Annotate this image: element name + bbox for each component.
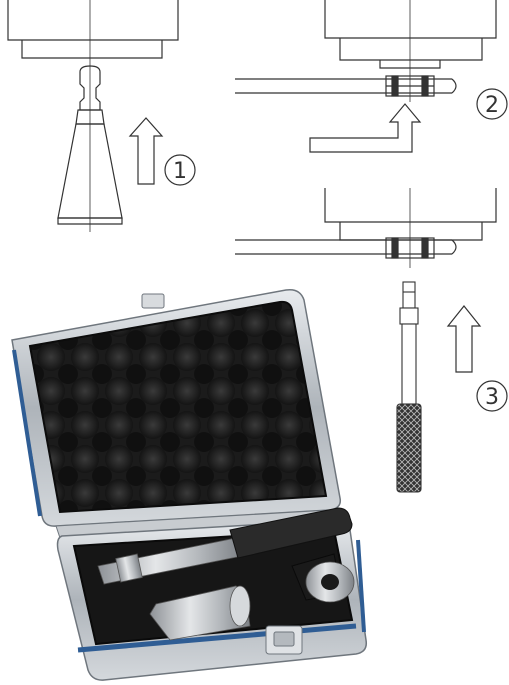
latch-button: [273, 631, 295, 647]
tool-tip: [402, 281, 416, 309]
base-blue-trim-side: [356, 539, 366, 633]
up-arrow-icon: [128, 117, 164, 185]
step-1-label: 1: [173, 159, 187, 184]
tool-shaft: [401, 323, 417, 405]
step-3-arrow: [446, 305, 482, 373]
step-2-arrow: [309, 103, 422, 153]
circled-number-icon: [476, 88, 508, 120]
spindle-nose: [339, 38, 483, 61]
spindle-housing: [7, 0, 179, 41]
cone-base: [57, 217, 123, 225]
case-taper-cone: [149, 585, 251, 641]
stud-jaw-left: [391, 237, 399, 259]
case-fork-wrench: [291, 553, 355, 603]
wrench-end: [451, 239, 457, 255]
step-2-drawing: [235, 0, 497, 102]
case-tool-handle: [229, 507, 353, 559]
step-3-marker: 3: [476, 380, 508, 412]
spindle-nose: [339, 222, 483, 241]
step-2-label: 2: [485, 93, 499, 118]
case-cone-face: [229, 585, 251, 627]
stud-jaw-right: [421, 237, 429, 259]
step-3-drawing: [235, 188, 497, 268]
lid-latch: [141, 293, 165, 309]
case-front-latch: [265, 625, 303, 655]
spindle-nose: [21, 40, 163, 59]
spindle-face: [379, 60, 441, 69]
case-extraction-tool: [97, 507, 353, 585]
tool-collar: [399, 307, 419, 325]
tool-case: [11, 288, 368, 681]
step-3-label: 3: [485, 385, 499, 410]
case-wrench-hole: [321, 574, 339, 590]
spindle-housing: [324, 188, 497, 223]
lid-foam: [28, 300, 328, 514]
base-blue-trim-front: [77, 623, 357, 653]
knurled-handle: [396, 403, 422, 493]
spindle-housing: [324, 0, 497, 39]
case-tool-collar: [115, 553, 143, 583]
circled-number-icon: [164, 154, 196, 186]
lid-blue-trim: [12, 349, 42, 517]
wrench-end: [451, 78, 457, 94]
stud-body: [385, 237, 435, 259]
up-arrow-icon: [446, 305, 482, 373]
up-arrow-icon: [309, 103, 422, 153]
step-2-marker: 2: [476, 88, 508, 120]
step-1-drawing: [7, 0, 179, 232]
step-1-marker: 1: [164, 154, 196, 186]
step-1-arrow: [128, 117, 164, 185]
extraction-tool: [396, 281, 422, 493]
circled-number-icon: [476, 380, 508, 412]
